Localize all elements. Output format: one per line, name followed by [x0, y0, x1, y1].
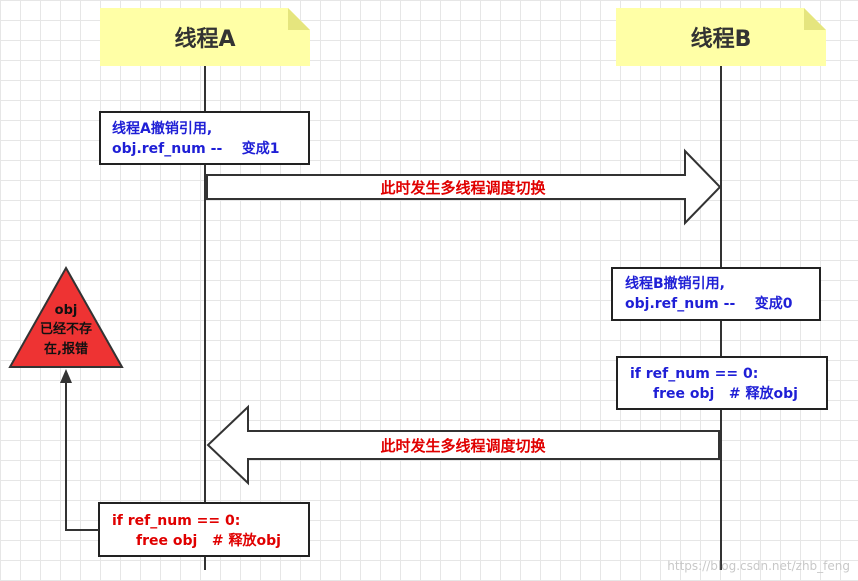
note-a-code-line2: free obj # 释放obj: [136, 532, 281, 549]
note-a-code-box: [98, 502, 310, 557]
thread-a-title: 线程A: [174, 26, 235, 52]
thread-b-note-fold: [804, 8, 826, 30]
error-connector-line: [65, 380, 99, 531]
switch-arrow-b-to-a: 此时发生多线程调度切换: [206, 404, 720, 486]
thread-a-note-fold: [288, 8, 310, 30]
thread-a-header: 线程A: [100, 8, 310, 66]
thread-a-note-shape: [100, 8, 310, 66]
switch-arrow-1-label: 此时发生多线程调度切换: [380, 179, 546, 197]
note-a-release: 线程A撤销引用, obj.ref_num -- 变成1: [99, 111, 310, 165]
note-b-line1: 线程B撤销引用,: [625, 275, 725, 292]
error-triangle: obj 已经不存 在,报错: [8, 265, 124, 368]
note-a-box: [99, 111, 310, 165]
switch-arrow-a-to-b: 此时发生多线程调度切换: [206, 148, 722, 226]
error-triangle-line3: 在,报错: [44, 341, 88, 357]
thread-b-note-shape: [616, 8, 826, 66]
note-a-code-line1: if ref_num == 0:: [112, 513, 240, 529]
error-connector-arrowhead: [60, 369, 72, 383]
thread-b-title: 线程B: [691, 26, 752, 52]
note-b-line2: obj.ref_num -- 变成0: [625, 295, 793, 312]
switch-arrow-1-shape: [206, 148, 722, 226]
switch-arrow-2-shape: [206, 404, 720, 486]
error-triangle-line2: 已经不存: [40, 321, 92, 337]
note-a-line1: 线程A撤销引用,: [112, 120, 212, 137]
note-b-box: [611, 267, 821, 321]
error-connector: [60, 369, 99, 531]
switch-arrow-2-label: 此时发生多线程调度切换: [380, 437, 546, 455]
watermark: https://blog.csdn.net/zhb_feng: [667, 559, 850, 573]
error-triangle-line1: obj: [55, 303, 78, 318]
error-triangle-shape: [8, 265, 124, 368]
note-b-release: 线程B撤销引用, obj.ref_num -- 变成0: [611, 267, 821, 321]
note-a-free-code: if ref_num == 0: free obj # 释放obj: [98, 502, 310, 557]
note-b-code-line1: if ref_num == 0:: [630, 366, 758, 382]
note-b-code-box: [616, 356, 828, 410]
note-b-free-code: if ref_num == 0: free obj # 释放obj: [616, 356, 828, 410]
note-a-line2: obj.ref_num -- 变成1: [112, 140, 280, 157]
thread-b-header: 线程B: [616, 8, 826, 66]
note-b-code-line2: free obj # 释放obj: [653, 385, 798, 402]
